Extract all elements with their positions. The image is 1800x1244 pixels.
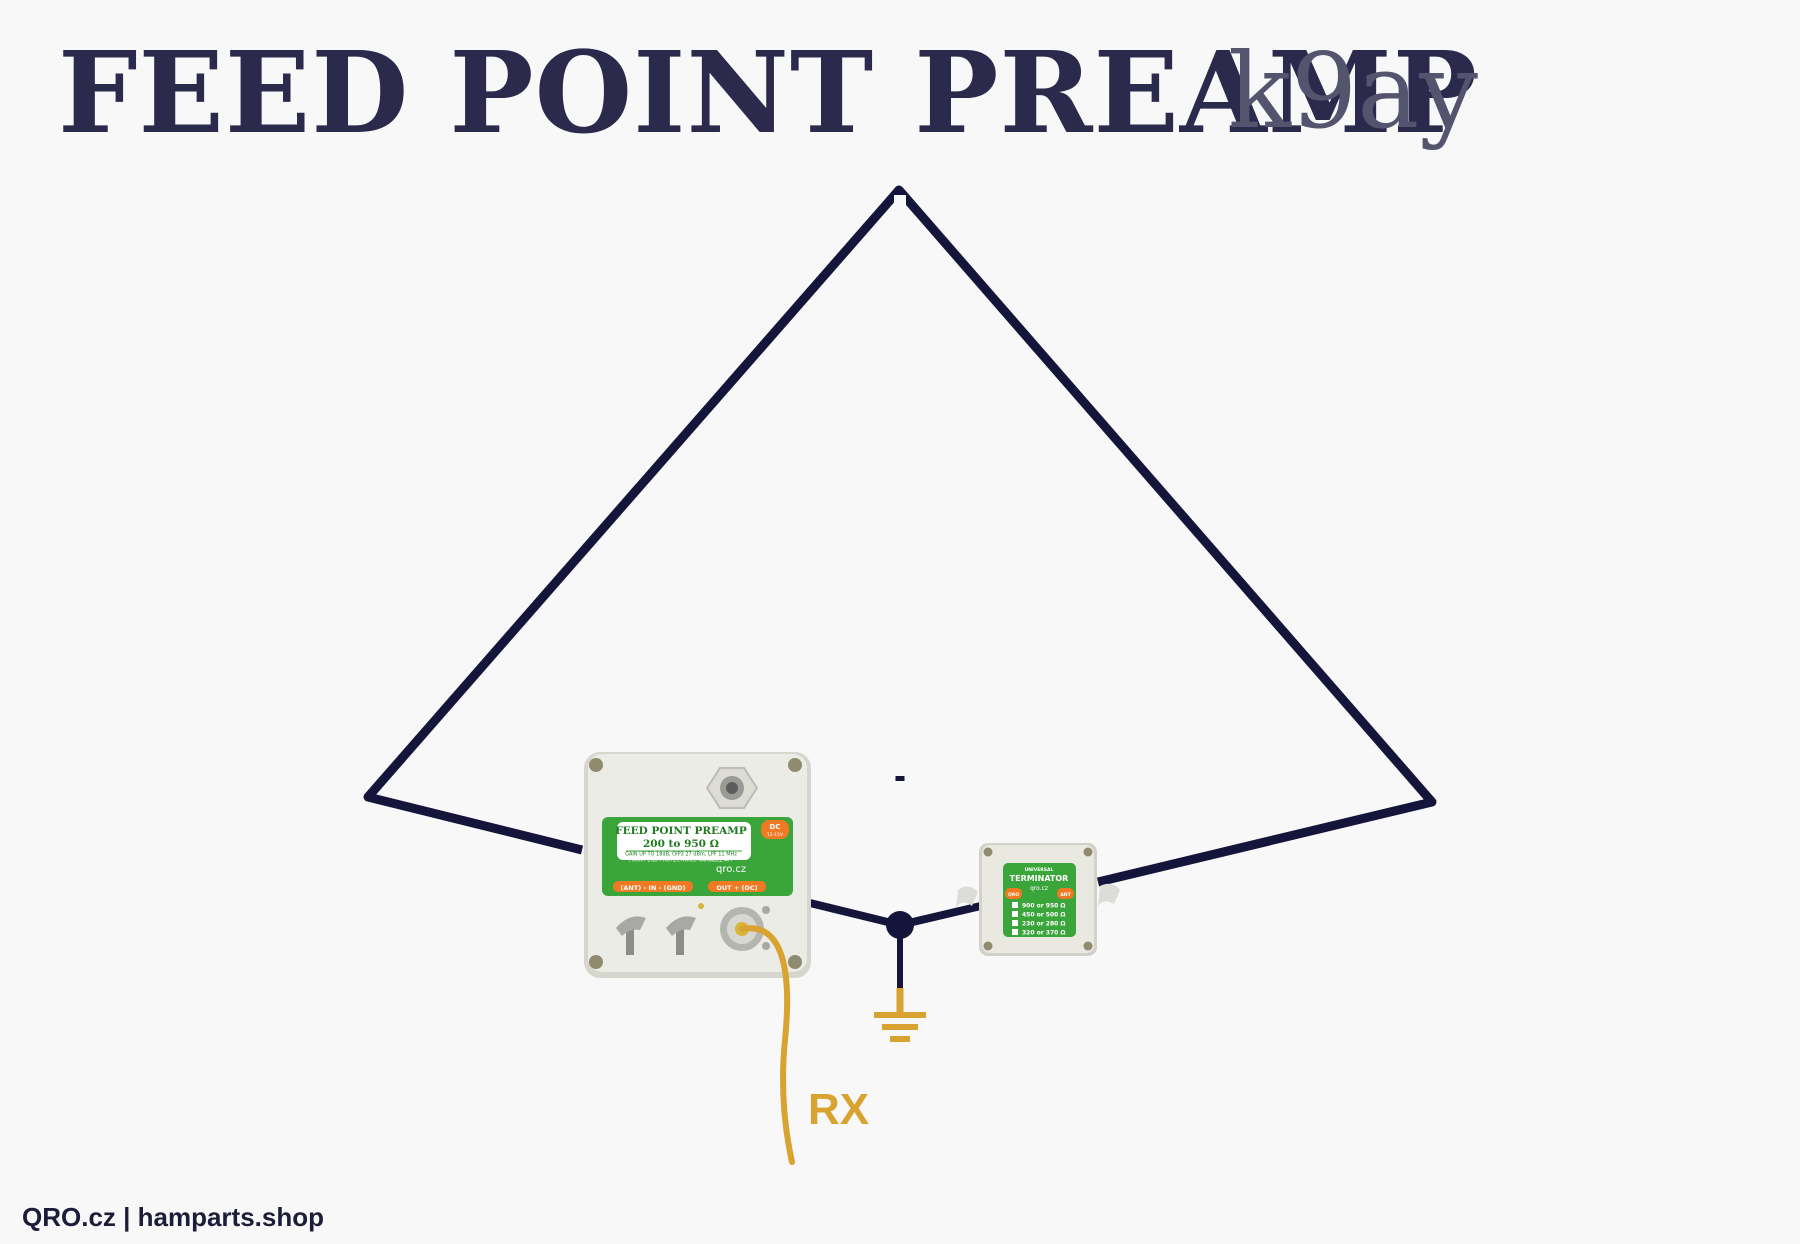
footer-credit: QRO.cz | hamparts.shop (22, 1202, 324, 1232)
feed-wire-right (899, 901, 986, 929)
terminator-small-label: UNIVERSAL (1025, 867, 1054, 873)
rx-coax-cable (739, 925, 795, 1165)
antenna-loop-wire (363, 185, 905, 855)
wing-nut-terminal-icon (616, 916, 646, 955)
wing-nut-terminal-icon (1098, 883, 1120, 906)
preamp-spec-line1: GAIN UP TO 18dB, OIP3 27 dBm, LPF 11 MHz (625, 852, 737, 858)
preamp-brand: qro.cz (716, 864, 746, 875)
preamp-spec-line2: FRONT END PROTECTIONS, VARIABLE ATT (629, 858, 735, 864)
page-subtitle: k9ay (1228, 30, 1478, 152)
terminator-brand: qro.cz (1030, 885, 1048, 892)
preamp-dc-volt: 12-15V (767, 832, 784, 838)
terminator-box (956, 843, 1120, 956)
preamp-range: 200 to 950 Ω (643, 838, 719, 850)
terminator-heading: TERMINATOR (1010, 874, 1069, 883)
terminator-option: 230 or 280 Ω (1022, 921, 1066, 928)
terminator-option: 320 or 370 Ω (1022, 930, 1066, 937)
rx-label: RX (808, 1085, 870, 1134)
feed-wire-left (809, 899, 901, 929)
page-title: FEED POINT PREAMP (58, 28, 1479, 159)
ground-symbol-icon (874, 988, 926, 1042)
preamp-port-right: OUT + (DC) (716, 884, 757, 892)
terminator-option: 450 or 500 Ω (1022, 912, 1066, 919)
terminator-badge-left: QRO (1008, 892, 1019, 898)
terminator-option: 900 or 950 Ω (1022, 903, 1066, 910)
antenna-loop-wire-right (895, 187, 1437, 887)
preamp-box (584, 752, 811, 978)
wing-nut-terminal-icon (956, 886, 978, 908)
wing-nut-terminal-icon (666, 916, 696, 955)
preamp-port-left: (ANT) - IN - (GND) (620, 884, 685, 892)
preamp-dc-label: DC (770, 823, 781, 831)
terminator-badge-right: ANT (1060, 892, 1071, 898)
preamp-heading: FEED POINT PREAMP (615, 825, 747, 837)
